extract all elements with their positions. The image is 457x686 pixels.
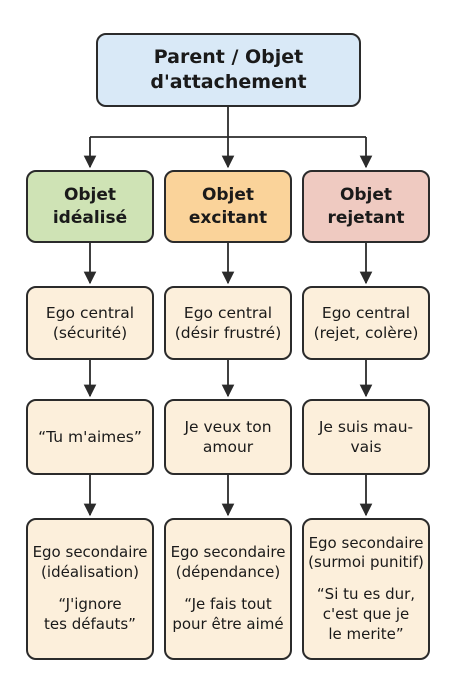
ego-secondary-1-quote-2: tes défauts”: [44, 614, 136, 633]
ego-central-3-line-2: (rejet, colère): [313, 324, 419, 342]
belief-2-line-2: amour: [202, 438, 254, 456]
belief-3-line-1: Je suis mau-: [318, 417, 414, 436]
object-rejetant: Objet rejetant: [302, 170, 430, 243]
ego-secondary-1-line-1: Ego secondaire: [32, 543, 148, 562]
belief-2-line-1: Je veux ton: [184, 417, 272, 436]
ego-secondary-2-line-1: Ego secondaire: [170, 543, 286, 562]
ego-central-rejetant: Ego central (rejet, colère): [302, 286, 430, 360]
object-idealise-line-2: idéalisé: [52, 207, 128, 228]
belief-idealise: “Tu m'aimes”: [26, 399, 154, 475]
ego-secondary-2-quote-2: pour être aimé: [172, 614, 284, 633]
ego-secondary-1-quote-1: “J'ignore: [58, 595, 122, 613]
object-excitant: Objet excitant: [164, 170, 292, 243]
object-rejetant-line-1: Objet: [339, 185, 393, 206]
belief-excitant: Je veux ton amour: [164, 399, 292, 475]
ego-central-1-line-1: Ego central: [45, 303, 135, 322]
root-node-parent: Parent / Objet d'attachement: [96, 33, 361, 107]
belief-rejetant: Je suis mau- vais: [302, 399, 430, 475]
ego-central-2-line-2: (désir frustré): [174, 324, 282, 342]
ego-secondary-3-quote-1: “Si tu es dur,: [316, 585, 416, 604]
object-idealise: Objet idéalisé: [26, 170, 154, 243]
ego-central-idealise: Ego central (sécurité): [26, 286, 154, 360]
ego-secondary-3-line-1: Ego secondaire: [308, 533, 424, 552]
ego-central-1-line-2: (sécurité): [52, 324, 128, 342]
ego-secondary-2-quote-1: “Je fais tout: [184, 595, 272, 613]
ego-secondary-rejetant: Ego secondaire (surmoi punitif) “Si tu e…: [302, 518, 430, 660]
ego-secondary-1-line-2: (idéalisation): [41, 563, 139, 582]
belief-3-line-2: vais: [350, 438, 382, 456]
ego-secondary-2-line-2: (dépendance): [175, 563, 281, 582]
root-line-2: d'attachement: [150, 71, 307, 93]
object-excitant-line-1: Objet: [201, 185, 255, 206]
ego-central-excitant: Ego central (désir frustré): [164, 286, 292, 360]
ego-central-3-line-1: Ego central: [321, 303, 411, 322]
ego-secondary-idealise: Ego secondaire (idéalisation) “J'ignore …: [26, 518, 154, 660]
ego-secondary-3-quote-3: le merite”: [328, 624, 404, 643]
ego-secondary-excitant: Ego secondaire (dépendance) “Je fais tou…: [164, 518, 292, 660]
ego-secondary-3-line-2: (surmoi punitif): [308, 553, 424, 572]
belief-1-line-1: “Tu m'aimes”: [38, 427, 142, 446]
ego-central-2-line-1: Ego central: [183, 303, 273, 322]
root-line-1: Parent / Objet: [153, 45, 304, 68]
ego-secondary-3-quote-2: c'est que je: [322, 604, 410, 623]
object-idealise-line-1: Objet: [63, 185, 117, 206]
object-excitant-line-2: excitant: [188, 207, 268, 228]
object-rejetant-line-2: rejetant: [327, 207, 405, 228]
